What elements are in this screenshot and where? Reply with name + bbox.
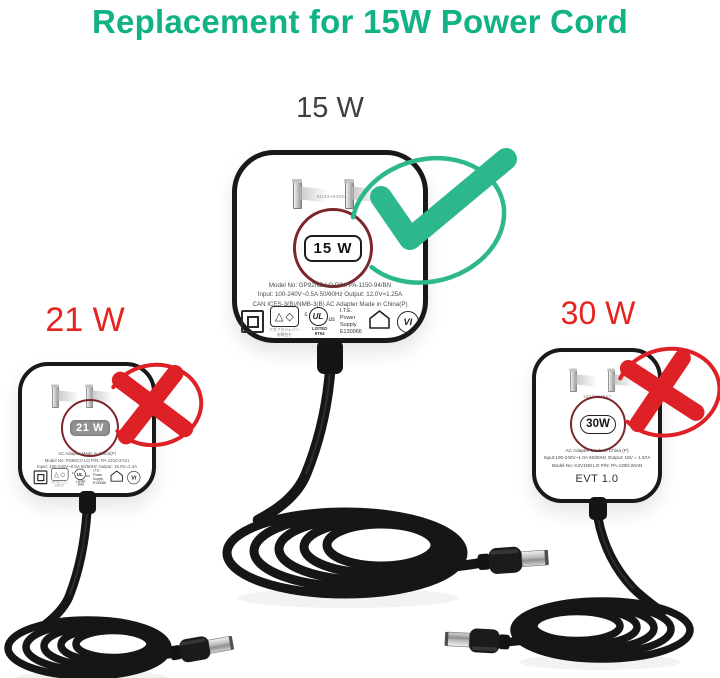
spec-line: Input:100-240V~1.0A 50/60Hz Output: 18V … (543, 455, 651, 461)
plug-prong-icon (569, 368, 578, 392)
plug-prong-icon (344, 179, 354, 209)
spec-line: Input: 100-240V~0.5A 50/60Hz Output: 15.… (36, 464, 138, 470)
strain-relief (317, 340, 343, 374)
pse-certification-icon: △◇ アダプタジャパンお問合せ (269, 306, 300, 338)
double-insulation-icon (33, 470, 48, 485)
wattage-badge-21w: 21 W (61, 399, 119, 457)
spec-line: Input: 100-240V~0.5A 50/60Hz Output: 12.… (257, 291, 403, 299)
prong-serial-text: KD43A04934 (317, 194, 347, 199)
plug-prong-icon (607, 368, 616, 392)
spec-line: AC Adapter Made in China (P) (565, 448, 629, 453)
plug-prong-icon (51, 384, 60, 408)
plug-prong-icon (292, 179, 302, 209)
wattage-label-30w: 30 W (560, 295, 636, 331)
spec-text-30w: AC Adapter Made in China (P) Input:100-2… (536, 447, 658, 469)
strain-relief (589, 497, 607, 520)
efficiency-vi-icon: VI (396, 310, 419, 333)
wattage-badge-15w: 15 W (293, 208, 373, 288)
pse-certification-icon: △◇ アダプタジャパンお問合せ (50, 468, 69, 487)
double-insulation-icon (241, 310, 265, 334)
spec-text-21w: AC Adapter Made in China(P) Model No: PS… (22, 451, 152, 471)
spec-line: CAN ICES-3(B)/NMB-3(B) AC Adapter Made i… (252, 300, 408, 308)
indoor-use-icon (109, 470, 124, 486)
strain-relief (79, 491, 96, 514)
approved-check-icon (350, 148, 517, 285)
spec-line: AC Adapter Made in China(P) (58, 451, 116, 456)
wattage-badge-30w: 30W (570, 396, 626, 452)
spec-text-15w: Model No: GP92NB LO P/N: PA-1150-94/BN I… (237, 281, 423, 309)
spec-line: Model No: K2V1N9 LO P/N: PA-1300-20AN (551, 462, 643, 468)
indoor-use-icon (367, 309, 392, 335)
rejected-x-icon (111, 362, 204, 448)
rejected-x-icon (618, 346, 720, 438)
page-title: Replacement for 15W Power Cord (92, 3, 628, 40)
wattage-label-21w: 21 W (45, 301, 125, 339)
efficiency-vi-icon: VI (127, 470, 141, 485)
wattage-label-15w: 15 W (296, 92, 364, 124)
spec-line: Model No: GP92NB LO P/N: PA-1150-94/BN (268, 282, 392, 289)
right-cable (501, 513, 694, 663)
spec-line: Model No: PS56CV LO P/N: PA-1210-2A21 (44, 457, 130, 463)
left-cable (4, 507, 181, 678)
evt-version-text: EVT 1.0 (575, 473, 619, 485)
